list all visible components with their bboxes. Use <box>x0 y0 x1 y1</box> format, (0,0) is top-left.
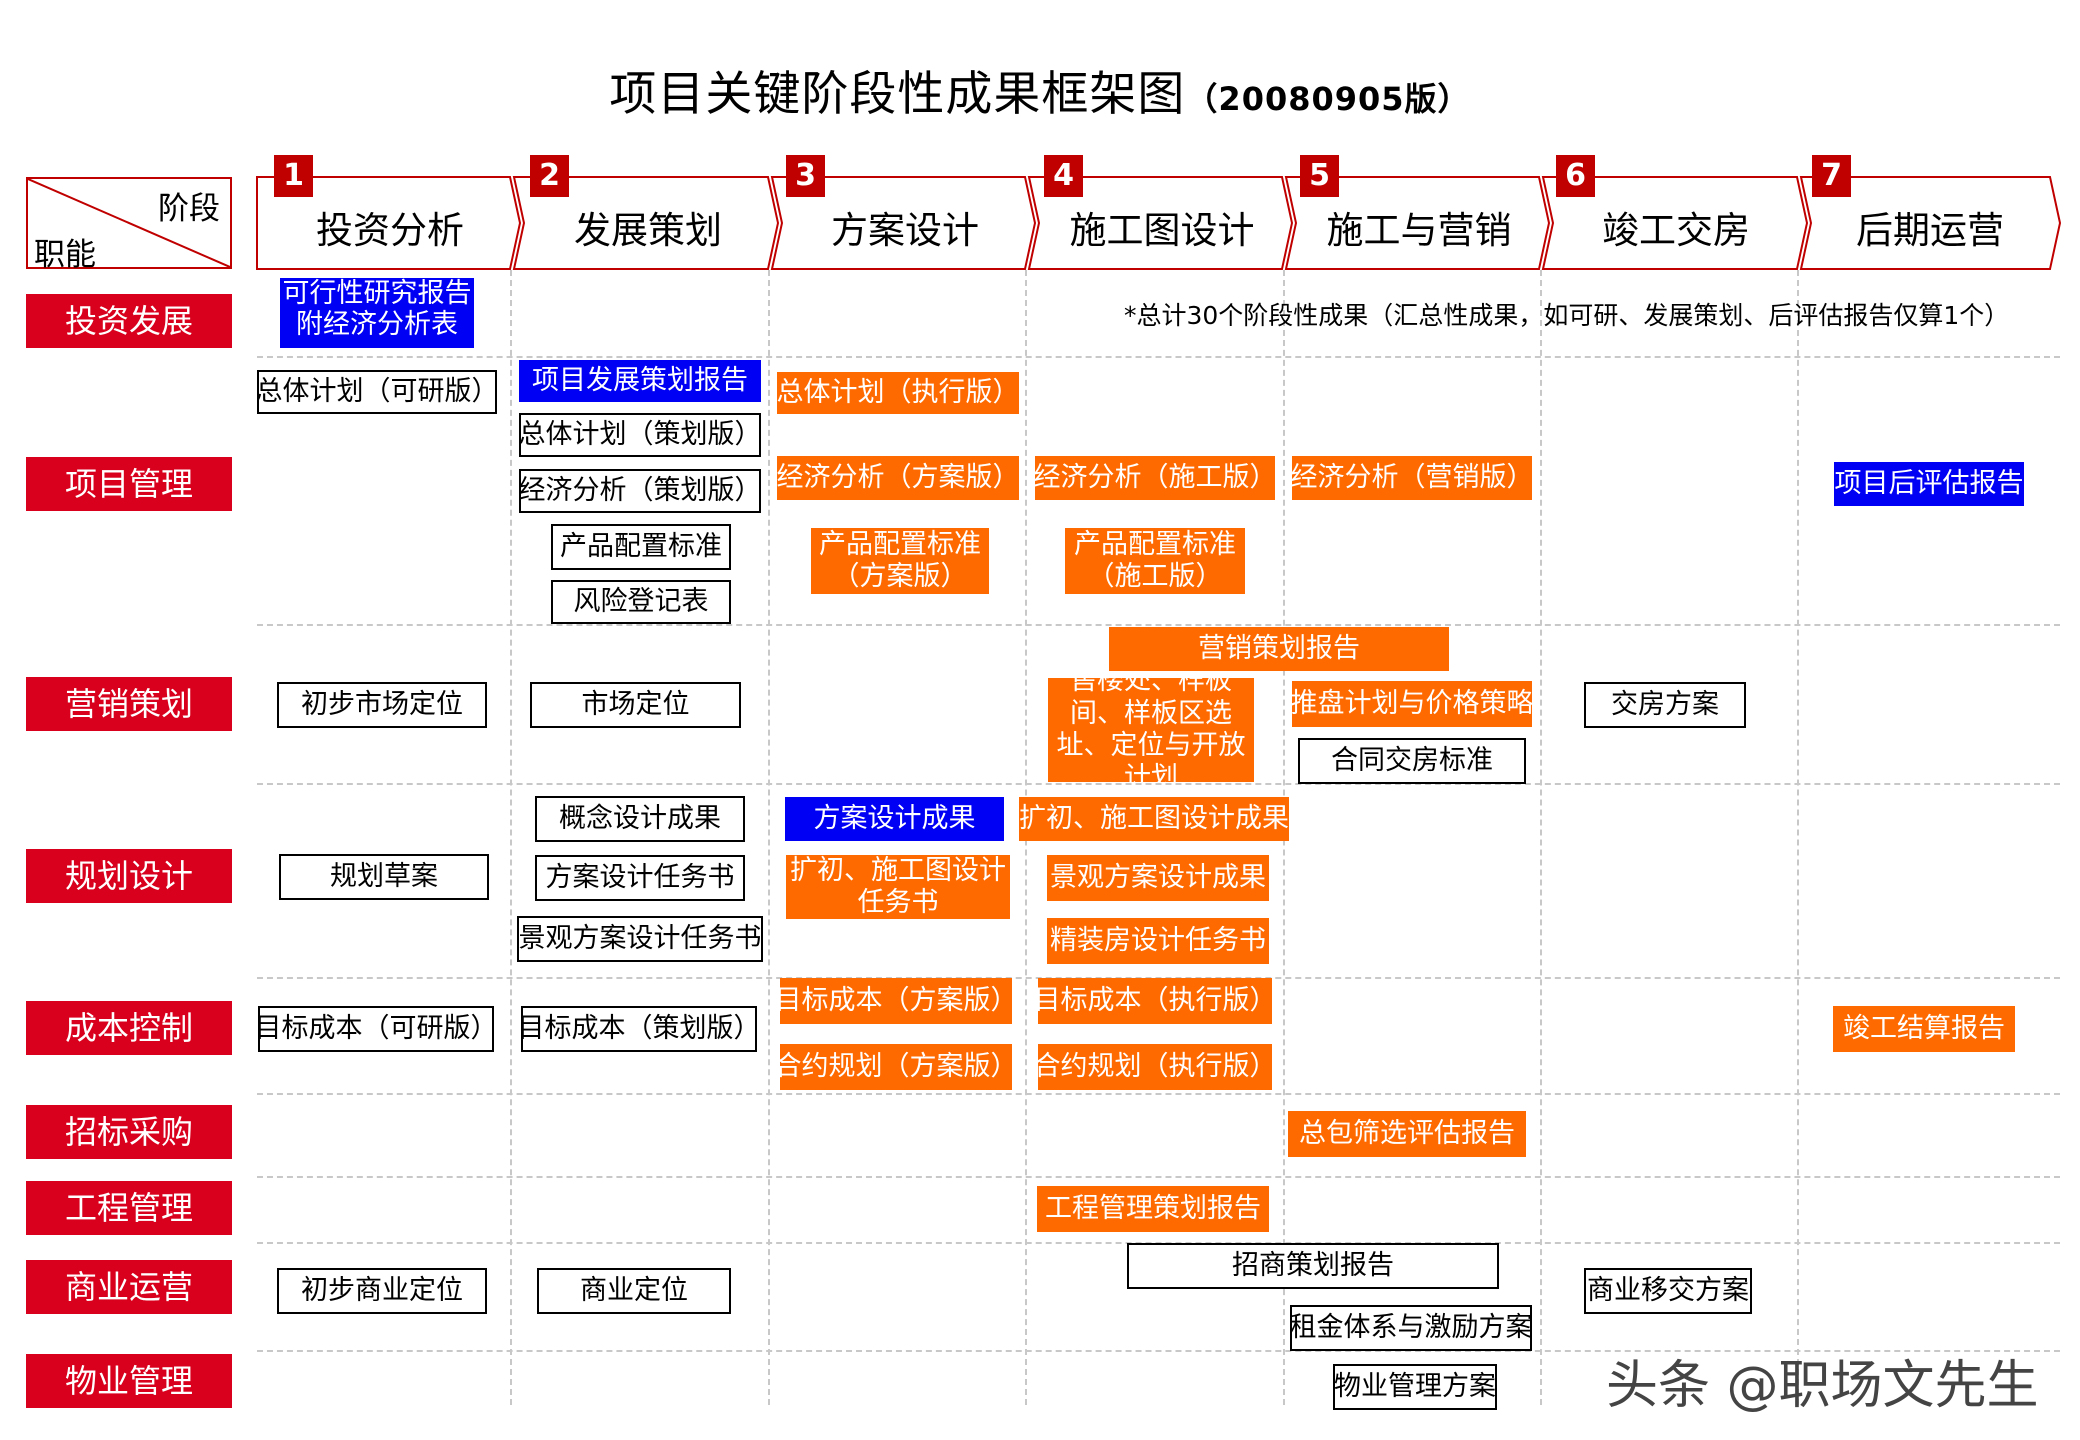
deliverable-box: 初步商业定位 <box>277 1268 487 1314</box>
row-divider <box>257 1176 2060 1178</box>
stage-number-4: 4 <box>1044 155 1083 197</box>
deliverable-box: 合约规划（执行版） <box>1038 1044 1272 1090</box>
deliverable-box: 总包筛选评估报告 <box>1288 1111 1526 1157</box>
deliverable-box: 扩初、施工图设计成果 <box>1019 797 1289 841</box>
deliverable-box: 合约规划（方案版） <box>780 1044 1012 1090</box>
deliverable-box: 市场定位 <box>530 682 741 728</box>
deliverable-box: 物业管理方案 <box>1333 1364 1497 1410</box>
deliverable-box: 目标成本（方案版） <box>780 978 1012 1024</box>
stage-name-5: 施工与营销 <box>1326 209 1512 252</box>
stage-name-2: 发展策划 <box>574 209 722 252</box>
function-label-procurement: 招标采购 <box>26 1105 232 1159</box>
summary-note: *总计30个阶段性成果（汇总性成果，如可研、发展策划、后评估报告仅算1个） <box>1124 301 2010 330</box>
function-label-planning-design: 规划设计 <box>26 849 232 903</box>
function-label-property: 物业管理 <box>26 1354 232 1408</box>
deliverable-box: 商业定位 <box>537 1268 731 1314</box>
deliverable-box: 经济分析（施工版） <box>1035 456 1275 500</box>
deliverable-box: 租金体系与激励方案 <box>1290 1305 1532 1351</box>
column-divider <box>510 270 512 1405</box>
deliverable-box: 总体计划（可研版） <box>257 370 497 414</box>
column-divider <box>768 270 770 1405</box>
deliverable-box: 售楼处、样板间、样板区选址、定位与开放计划 <box>1048 678 1254 782</box>
deliverable-box: 扩初、施工图设计任务书 <box>786 855 1010 919</box>
deliverable-box: 经济分析（方案版） <box>777 456 1019 500</box>
deliverable-box: 经济分析（策划版） <box>519 469 761 513</box>
stage-number-3: 3 <box>786 155 825 197</box>
deliverable-box: 产品配置标准 <box>551 524 731 570</box>
deliverable-box: 产品配置标准（施工版） <box>1065 528 1245 594</box>
function-label-cost-control: 成本控制 <box>26 1001 232 1055</box>
stage-name-1: 投资分析 <box>316 209 464 252</box>
stage-name-3: 方案设计 <box>831 209 979 252</box>
corner-diagonal <box>28 179 230 267</box>
row-divider <box>257 624 2060 626</box>
deliverable-box: 经济分析（营销版） <box>1292 456 1532 500</box>
deliverable-box: 概念设计成果 <box>535 796 745 842</box>
stage-number-2: 2 <box>530 155 569 197</box>
function-label-investment: 投资发展 <box>26 294 232 348</box>
stage-number-5: 5 <box>1300 155 1339 197</box>
deliverable-box: 景观方案设计成果 <box>1047 855 1269 901</box>
deliverable-box: 精装房设计任务书 <box>1047 918 1269 964</box>
stage-chevron-1 <box>256 176 522 270</box>
corner-stage-label: 阶段 <box>158 191 220 227</box>
deliverable-box: 商业移交方案 <box>1584 1268 1752 1314</box>
row-divider <box>257 783 2060 785</box>
row-divider <box>257 1350 2060 1352</box>
deliverable-box: 产品配置标准（方案版） <box>811 528 989 594</box>
title-version: （20080905版） <box>1185 80 1471 118</box>
row-divider <box>257 1093 2060 1095</box>
deliverable-box: 项目后评估报告 <box>1834 462 2024 506</box>
corner-function-label: 职能 <box>34 237 96 273</box>
deliverable-box: 风险登记表 <box>551 580 731 624</box>
stage-chevron-6 <box>1541 176 1809 270</box>
stage-name-6: 竣工交房 <box>1602 209 1750 252</box>
row-divider <box>257 356 2060 358</box>
deliverable-box: 项目发展策划报告 <box>519 360 761 402</box>
deliverable-box: 方案设计成果 <box>785 797 1004 841</box>
deliverable-box: 目标成本（可研版） <box>258 1006 494 1052</box>
deliverable-box: 方案设计任务书 <box>535 855 745 901</box>
deliverable-box: 营销策划报告 <box>1109 627 1449 671</box>
stage-chevron-2 <box>512 176 780 270</box>
deliverable-box: 招商策划报告 <box>1127 1243 1499 1289</box>
deliverable-box: 总体计划（策划版） <box>519 413 761 457</box>
stage-chevrons <box>256 176 2062 270</box>
stage-number-1: 1 <box>274 155 313 197</box>
stage-chevron-3 <box>770 176 1037 270</box>
stage-chevron-7 <box>1799 176 2062 270</box>
deliverable-box: 规划草案 <box>279 854 489 900</box>
stage-chevron-5 <box>1284 176 1551 270</box>
deliverable-box: 工程管理策划报告 <box>1037 1186 1269 1232</box>
column-divider <box>1540 270 1542 1405</box>
deliverable-box: 目标成本（策划版） <box>521 1006 757 1052</box>
stage-chevron-4 <box>1027 176 1294 270</box>
stage-name-7: 后期运营 <box>1856 209 2004 252</box>
stage-number-7: 7 <box>1812 155 1851 197</box>
watermark: 头条 @职场文先生 <box>1606 1356 2039 1416</box>
function-label-marketing: 营销策划 <box>26 677 232 731</box>
column-divider <box>1797 270 1799 1405</box>
deliverable-box: 初步市场定位 <box>277 682 487 728</box>
function-label-commercial: 商业运营 <box>26 1260 232 1314</box>
deliverable-box: 交房方案 <box>1584 682 1746 728</box>
deliverable-box: 竣工结算报告 <box>1833 1006 2015 1052</box>
deliverable-box: 推盘计划与价格策略 <box>1292 681 1532 727</box>
stage-name-4: 施工图设计 <box>1069 209 1255 252</box>
deliverable-box: 合同交房标准 <box>1298 738 1526 784</box>
page-title: 项目关键阶段性成果框架图（20080905版） <box>609 67 1471 122</box>
function-label-project-management: 项目管理 <box>26 457 232 511</box>
deliverable-box: 目标成本（执行版） <box>1038 978 1272 1024</box>
deliverable-box: 可行性研究报告附经济分析表 <box>280 278 474 348</box>
corner-header: 阶段 职能 <box>26 177 232 273</box>
stage-number-6: 6 <box>1556 155 1595 197</box>
deliverable-box: 景观方案设计任务书 <box>517 916 763 962</box>
deliverable-box: 总体计划（执行版） <box>777 372 1019 414</box>
function-label-engineering: 工程管理 <box>26 1181 232 1235</box>
